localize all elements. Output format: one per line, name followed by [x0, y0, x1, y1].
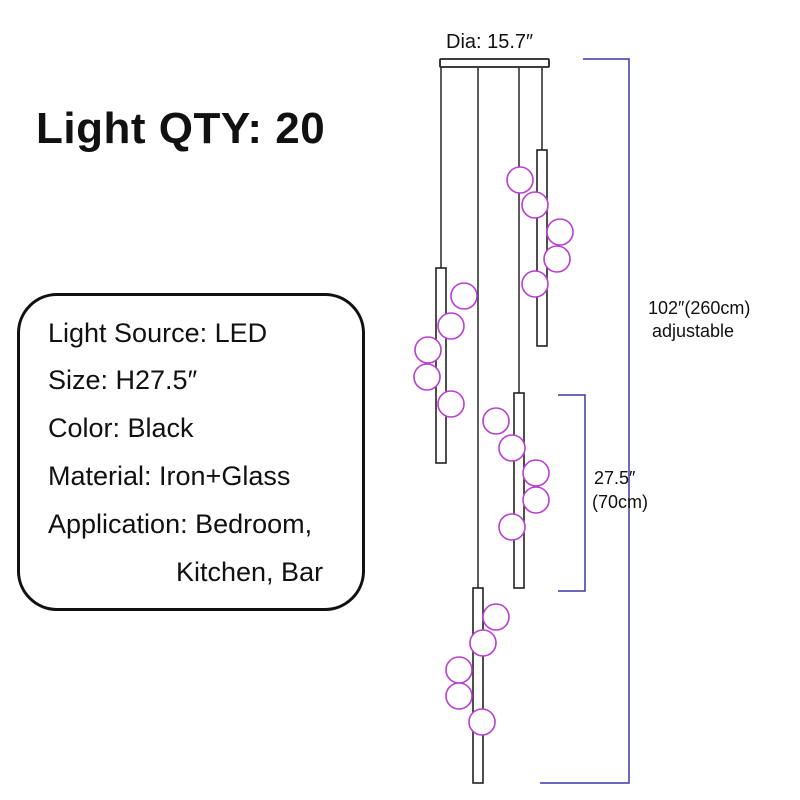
- glass-globe: [498, 434, 526, 462]
- glass-globe: [522, 486, 550, 514]
- glass-globe: [414, 336, 442, 364]
- glass-globe: [482, 407, 510, 435]
- spec-size: Size: H27.5″: [48, 365, 198, 395]
- spec-light-source: Light Source: LED: [48, 318, 268, 348]
- glass-globe: [521, 270, 549, 298]
- total-height-label: 102″(260cm): [648, 298, 751, 318]
- glass-globe: [482, 603, 510, 631]
- spec-material: Material: Iron+Glass: [48, 461, 291, 491]
- glass-globe: [498, 513, 526, 541]
- glass-globe: [543, 245, 571, 273]
- spec-color: Color: Black: [48, 413, 194, 443]
- tubes: [435, 149, 548, 784]
- glass-globe: [445, 682, 473, 710]
- tube-height-cm-label: (70cm): [592, 492, 649, 512]
- glass-globes: [413, 166, 574, 736]
- tube: [536, 149, 548, 347]
- spec-application-cont: Kitchen, Bar: [176, 557, 324, 587]
- glass-globe: [450, 282, 478, 310]
- glass-globe: [445, 656, 473, 684]
- glass-globe: [546, 218, 574, 246]
- tube: [513, 392, 525, 589]
- glass-globe: [437, 312, 465, 340]
- total-height-adjustable-note: adjustable: [652, 321, 735, 341]
- glass-globe: [437, 390, 465, 418]
- light-quantity-title: Light QTY: 20: [36, 104, 326, 153]
- glass-globe: [506, 166, 534, 194]
- total-height-dimension-line: [540, 58, 630, 784]
- suspension-wires: [440, 67, 543, 588]
- tube: [472, 587, 484, 784]
- diameter-label: Dia: 15.7″: [446, 31, 534, 53]
- glass-globe: [469, 629, 497, 657]
- glass-globe: [522, 459, 550, 487]
- spec-box: [17, 293, 365, 611]
- glass-globe: [413, 363, 441, 391]
- tube-height-dimension-line: [558, 394, 586, 592]
- glass-globe: [468, 708, 496, 736]
- tube-height-inches-label: 27.5″: [594, 468, 636, 488]
- tube: [435, 267, 447, 464]
- ceiling-canopy: [439, 58, 550, 68]
- glass-globe: [521, 191, 549, 219]
- spec-application: Application: Bedroom,: [48, 509, 313, 539]
